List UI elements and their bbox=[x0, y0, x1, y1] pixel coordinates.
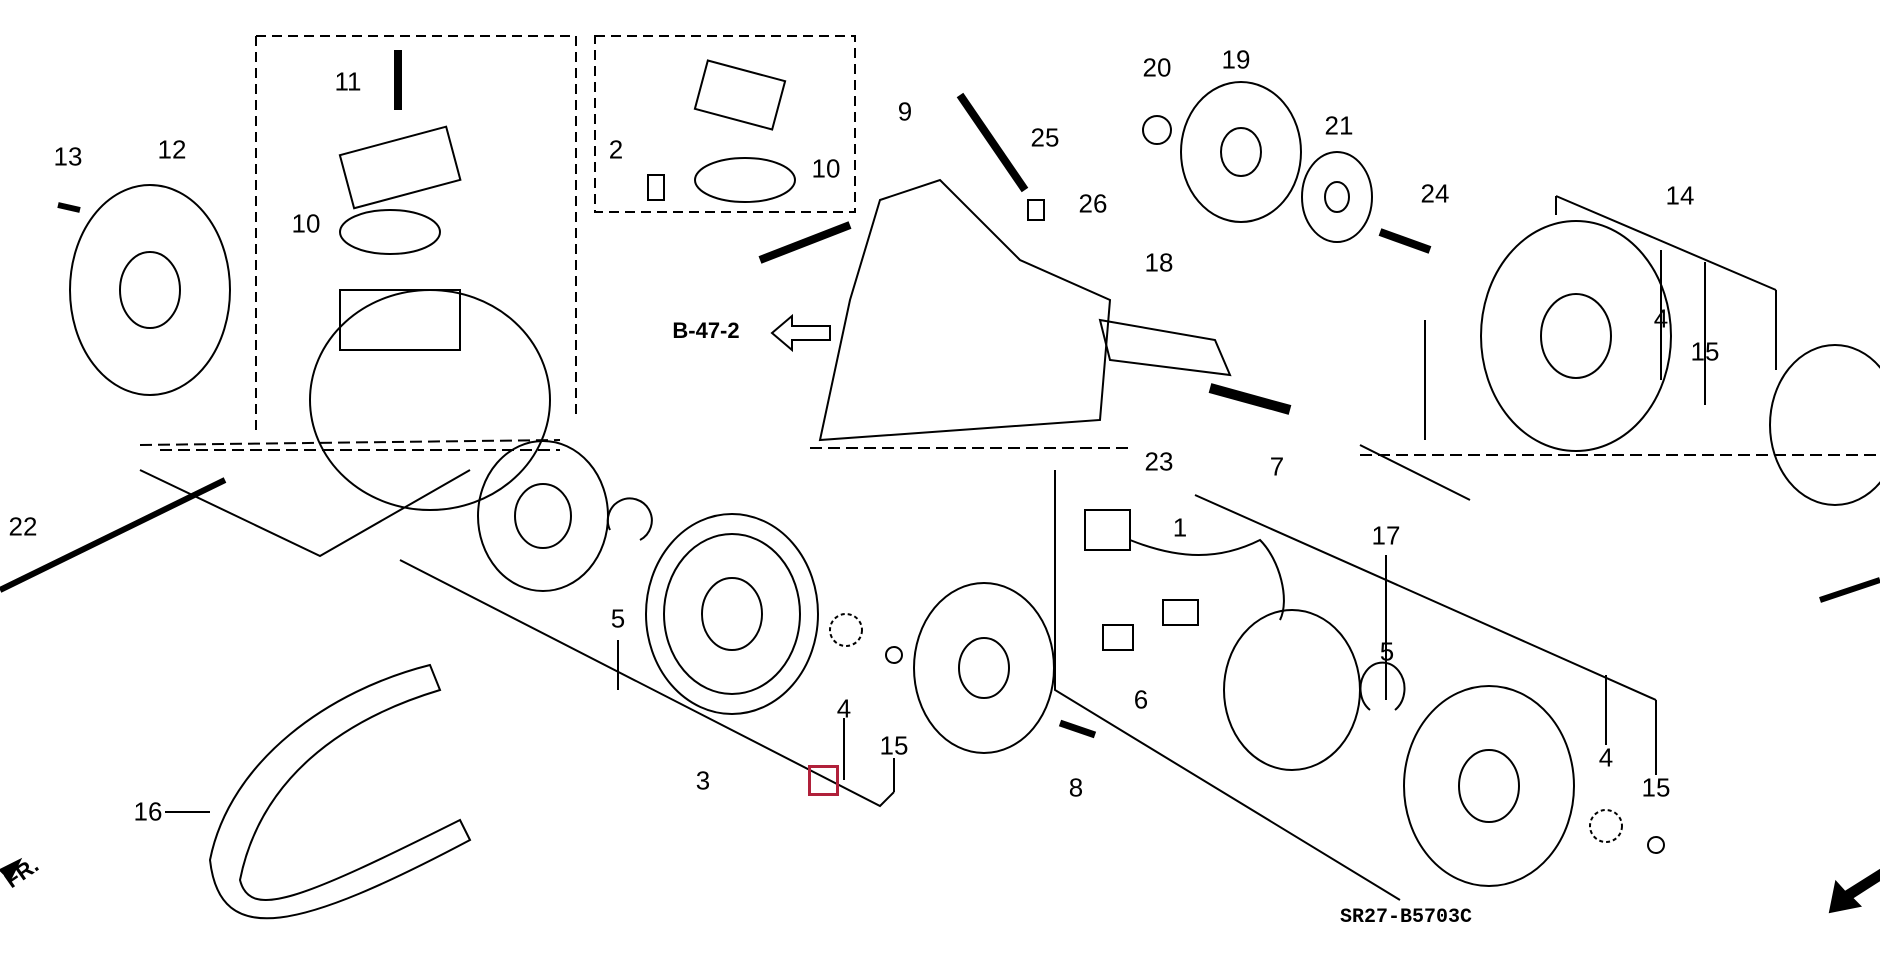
tensioner-bolt bbox=[1208, 383, 1292, 415]
clutch-plate-3 bbox=[913, 582, 1055, 754]
bracket-bolt bbox=[758, 221, 852, 264]
callout-5[interactable]: 5 bbox=[610, 603, 626, 634]
valve-gasket bbox=[694, 157, 796, 203]
tensioner-arm-18 bbox=[1098, 318, 1232, 377]
front-arrow-icon bbox=[1828, 868, 1880, 914]
callout-24[interactable]: 24 bbox=[1420, 178, 1450, 209]
callout-13[interactable]: 13 bbox=[53, 141, 83, 172]
valve-sensor bbox=[647, 174, 665, 201]
bolt-25 bbox=[956, 92, 1029, 193]
group-frame-right bbox=[1054, 470, 1401, 901]
callout-10[interactable]: 10 bbox=[291, 208, 321, 239]
clutch-cover bbox=[69, 184, 231, 396]
compressor-body bbox=[309, 289, 551, 511]
group-box-valve bbox=[594, 35, 856, 213]
callout-5[interactable]: 5 bbox=[1379, 636, 1395, 667]
callout-16[interactable]: 16 bbox=[133, 796, 163, 827]
callout-4[interactable]: 4 bbox=[1598, 742, 1614, 773]
break-line-left bbox=[139, 439, 561, 451]
callout-1[interactable]: 1 bbox=[1172, 512, 1188, 543]
leader-right bbox=[1194, 494, 1657, 775]
clamp-1 bbox=[1162, 599, 1199, 626]
reference-label[interactable]: B-47-2 bbox=[672, 318, 740, 343]
nut-26 bbox=[1027, 199, 1045, 221]
group-box-compressor bbox=[255, 35, 577, 430]
fr-arrow-icon bbox=[0, 857, 23, 882]
callout-7[interactable]: 7 bbox=[1269, 451, 1285, 482]
group-box-lower bbox=[139, 469, 471, 558]
pulley-3 bbox=[645, 513, 819, 715]
snap-ring-5 bbox=[606, 497, 653, 541]
field-coil-right bbox=[1223, 609, 1361, 771]
field-coil bbox=[477, 440, 609, 592]
callout-15[interactable]: 15 bbox=[1690, 336, 1720, 367]
break-zigzag bbox=[1359, 320, 1471, 501]
callout-18[interactable]: 18 bbox=[1144, 247, 1174, 278]
diagram-code: SR27-B5703C bbox=[1340, 906, 1473, 929]
callout-15[interactable]: 15 bbox=[1641, 772, 1671, 803]
callout-23[interactable]: 23 bbox=[1144, 446, 1174, 477]
idler-pulley-19 bbox=[1180, 81, 1302, 223]
wire-harness bbox=[1129, 538, 1285, 621]
washer-15c bbox=[1647, 836, 1665, 854]
callout-26[interactable]: 26 bbox=[1078, 188, 1108, 219]
callout-19[interactable]: 19 bbox=[1221, 44, 1251, 75]
callout-10[interactable]: 10 bbox=[811, 153, 841, 184]
bracket bbox=[818, 178, 1112, 442]
callout-15[interactable]: 15 bbox=[879, 730, 909, 761]
valve-body bbox=[693, 59, 787, 131]
leader-14 bbox=[1555, 195, 1777, 405]
bolt-22 bbox=[0, 477, 227, 593]
callout-6[interactable]: 6 bbox=[1133, 684, 1149, 715]
shim-4c bbox=[1589, 809, 1623, 843]
nut-20 bbox=[1142, 115, 1172, 145]
compressor-head bbox=[339, 289, 461, 351]
callout-20[interactable]: 20 bbox=[1142, 52, 1172, 83]
bolt-8 bbox=[1058, 719, 1097, 739]
pulley-14 bbox=[1480, 220, 1672, 452]
callout-17[interactable]: 17 bbox=[1371, 520, 1401, 551]
connector bbox=[1084, 509, 1131, 551]
callout-14[interactable]: 14 bbox=[1665, 180, 1695, 211]
bolt-far-right bbox=[1819, 577, 1880, 603]
callout-2[interactable]: 2 bbox=[608, 134, 624, 165]
callout-25[interactable]: 25 bbox=[1030, 122, 1060, 153]
clutch-plate-right bbox=[1769, 344, 1880, 506]
cover-plate bbox=[338, 125, 462, 210]
callout-4[interactable]: 4 bbox=[836, 693, 852, 724]
callout-22[interactable]: 22 bbox=[8, 511, 38, 542]
bolt-13 bbox=[57, 202, 81, 213]
callout-9[interactable]: 9 bbox=[897, 96, 913, 127]
reference-arrow-icon bbox=[770, 313, 831, 353]
gasket bbox=[339, 209, 441, 255]
highlight-marker[interactable] bbox=[808, 765, 839, 796]
callout-8[interactable]: 8 bbox=[1068, 772, 1084, 803]
snap-ring-5b bbox=[1359, 661, 1406, 711]
callout-3[interactable]: 3 bbox=[695, 765, 711, 796]
shim-4 bbox=[829, 613, 863, 647]
washer-15 bbox=[885, 646, 903, 664]
pulley-right bbox=[1403, 685, 1575, 887]
callout-12[interactable]: 12 bbox=[157, 134, 187, 165]
bolt-24 bbox=[1378, 228, 1432, 254]
leader-3 bbox=[399, 559, 895, 808]
drive-belt-16 bbox=[208, 663, 472, 920]
washer-21 bbox=[1301, 151, 1373, 243]
callout-21[interactable]: 21 bbox=[1324, 110, 1354, 141]
callout-11[interactable]: 11 bbox=[334, 66, 362, 97]
callout-4[interactable]: 4 bbox=[1653, 303, 1669, 334]
clamp-6 bbox=[1102, 624, 1134, 651]
